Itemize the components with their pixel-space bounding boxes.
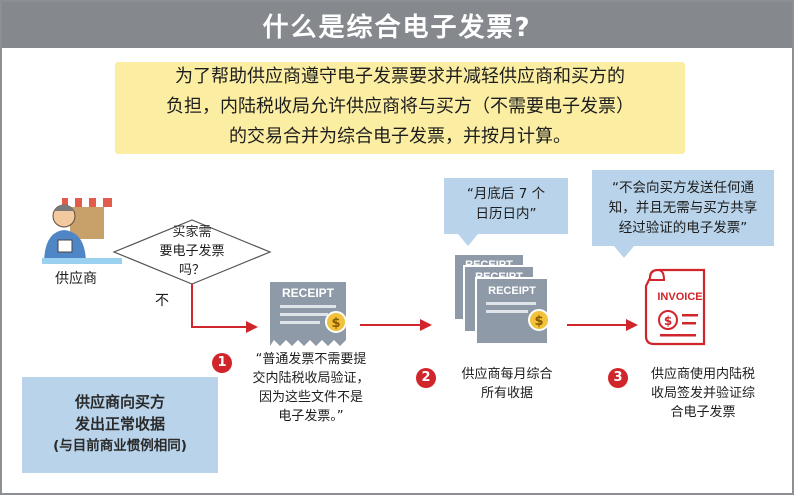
decision-line: 吗？: [178, 263, 205, 278]
page-title: 什么是综合电子发票?: [262, 12, 532, 43]
arrow-head-icon: [246, 321, 258, 333]
supplier-label: 供应商: [55, 271, 97, 287]
title-bar: 什么是综合电子发票?: [2, 2, 792, 48]
callout-line: “不会向买方发送任何通: [612, 180, 754, 196]
decision-line: 要电子发票: [159, 244, 225, 259]
arrow-head-icon: [420, 319, 432, 331]
callout-line: “月底后 7 个: [466, 186, 546, 202]
step-2-text: 供应商每月综合 所有收据: [442, 365, 572, 403]
callout-line: 知，并且无需与买方共享: [608, 200, 758, 216]
receipt-label: RECEIPT: [282, 286, 335, 300]
timing-callout: “月底后 7 个 日历日内”: [444, 178, 568, 246]
step-line: 合电子发票: [670, 405, 736, 420]
decision-line: 买家需: [172, 225, 212, 240]
receipt-label: RECEIPT: [488, 285, 536, 297]
supplier-icon: [42, 198, 122, 264]
decision-text: 买家需 要电子发票 吗？: [142, 223, 242, 280]
step-line: 所有收据: [480, 386, 533, 401]
svg-text:$: $: [331, 316, 340, 331]
arrow-head-icon: [626, 319, 638, 331]
no-path-line: [191, 284, 247, 328]
svg-text:$: $: [534, 314, 543, 329]
step-3-badge: 3: [608, 368, 628, 388]
callout-pointer: [614, 246, 634, 258]
step-line: 供应商每月综合: [461, 367, 553, 382]
step-line: 供应商使用内陆税: [650, 367, 755, 382]
svg-text:$: $: [664, 314, 672, 328]
left-box-line: 发出正常收据: [74, 415, 165, 433]
step-line: 电子发票。”: [278, 409, 344, 424]
callout-line: 日历日内”: [475, 206, 537, 222]
intro-line: 的交易合并为综合电子发票，并按月计算。: [229, 126, 571, 147]
step-3-text: 供应商使用内陆税 收局签发并验证综 合电子发票: [632, 365, 774, 422]
left-box-line: (与目前商业惯例相同): [53, 438, 187, 454]
normal-receipt-box: 供应商向买方 发出正常收据 (与目前商业惯例相同): [22, 377, 218, 473]
no-label: 不: [155, 293, 169, 309]
notice-callout: “不会向买方发送任何通 知，并且无需与买方共享 经过验证的电子发票”: [592, 170, 774, 258]
step-1-text: “普通发票不需要提 交内陆税收局验证， 因为这些文件不是 电子发票。”: [236, 350, 386, 426]
step-line: 因为这些文件不是: [258, 390, 363, 405]
step-line: “普通发票不需要提: [255, 352, 367, 367]
step-2-badge: 2: [416, 368, 436, 388]
receipt-stack-icon: RECEIPT RECEIPT RECEIPT $: [453, 253, 550, 345]
intro-box: 为了帮助供应商遵守电子发票要求并减轻供应商和买方的 负担，内陆税收局允许供应商将…: [115, 62, 685, 154]
callout-pointer: [458, 234, 478, 246]
step-line: 交内陆税收局验证，: [252, 371, 370, 386]
invoice-label: INVOICE: [657, 291, 702, 303]
step-1-badge: 1: [212, 353, 232, 373]
left-box-line: 供应商向买方: [74, 393, 165, 411]
invoice-icon: INVOICE $: [644, 268, 706, 346]
intro-line: 为了帮助供应商遵守电子发票要求并减轻供应商和买方的: [175, 66, 625, 87]
callout-line: 经过验证的电子发票”: [618, 220, 748, 236]
step-line: 收局签发并验证综: [650, 386, 755, 401]
receipt-icon: RECEIPT $: [270, 282, 347, 346]
intro-line: 负担，内陆税收局允许供应商将与买方（不需要电子发票）: [166, 96, 634, 117]
